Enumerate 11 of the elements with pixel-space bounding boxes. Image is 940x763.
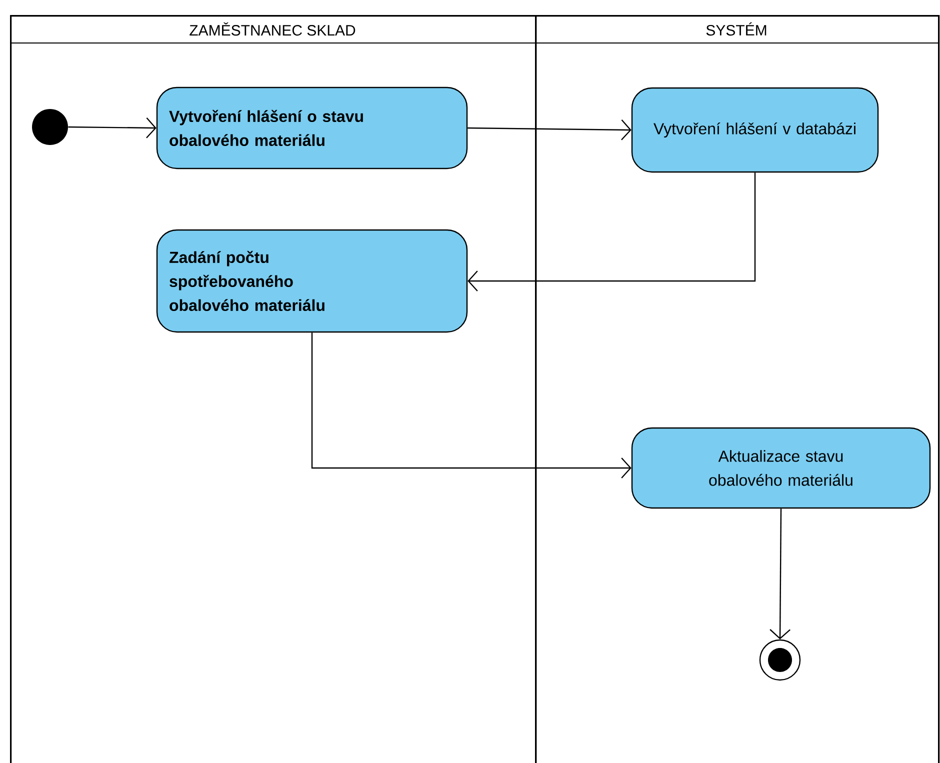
- arrow: [68, 117, 156, 138]
- action-box: Vytvoření hlášení v databázi: [631, 87, 879, 173]
- action-box: Aktualizace stavu obalového materiálu: [631, 427, 931, 509]
- arrow: [468, 172, 756, 292]
- arrow: [468, 119, 632, 140]
- initial-node: [32, 109, 68, 145]
- final-node: [759, 639, 801, 681]
- arrow: [311, 332, 632, 478]
- action-box: Vytvoření hlášení o stavu obalového materiálu: [156, 86, 468, 170]
- arrow: [770, 508, 790, 640]
- action-box: Zadání počtu spotřebovaného obalového materiálu: [156, 229, 468, 333]
